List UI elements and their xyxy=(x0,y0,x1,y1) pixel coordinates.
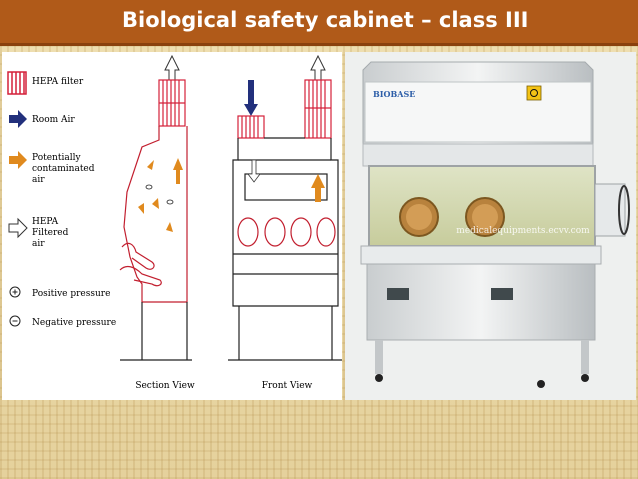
section-hepa-filter-icon xyxy=(158,79,186,127)
legend-label-room-air: Room Air xyxy=(32,115,75,125)
legend-label-contaminated-3: air xyxy=(32,175,45,185)
title-bar: Biological safety cabinet – class III xyxy=(0,0,638,46)
section-view-drawing xyxy=(119,54,192,361)
positive-pressure-icon xyxy=(9,286,21,298)
legend-label-hepa-filter: HEPA filter xyxy=(32,77,84,87)
front-right-hepa-filter-icon xyxy=(304,79,332,139)
legend-label-hepa-filtered-3: air xyxy=(32,239,45,249)
section-view-label: Section View xyxy=(135,381,195,391)
bsc-diagram: HEPA filter Room Air Potentially contami… xyxy=(7,54,342,391)
watermark-text: medicalequipments.ecvv.com xyxy=(456,226,590,236)
contaminated-air-arrow-icon xyxy=(9,151,27,169)
glove-port-right-icon xyxy=(465,197,505,237)
room-air-arrow-icon xyxy=(9,110,27,128)
front-view-drawing xyxy=(228,54,342,361)
slide-title: Biological safety cabinet – class III xyxy=(122,8,529,32)
legend-label-contaminated-2: contaminated xyxy=(32,164,95,174)
negative-pressure-icon xyxy=(9,315,21,327)
cabinet-photo-drawing: BIOBASE medicalequipments.ecvv.com xyxy=(360,61,630,388)
brand-logo: BIOBASE xyxy=(373,89,415,99)
legend-label-hepa-filtered-2: Filtered xyxy=(32,228,69,238)
cabinet-photo: BIOBASE medicalequipments.ecvv.com xyxy=(345,52,636,400)
hepa-filter-icon xyxy=(7,71,27,95)
legend-label-contaminated-1: Potentially xyxy=(32,153,81,163)
legend-label-positive-pressure: Positive pressure xyxy=(32,289,110,299)
hepa-filtered-air-arrow-icon xyxy=(8,217,28,239)
legend: HEPA filter Room Air Potentially contami… xyxy=(7,71,116,328)
biohazard-icon xyxy=(526,85,542,101)
diagram-panel: HEPA filter Room Air Potentially contami… xyxy=(2,52,342,400)
legend-label-negative-pressure: Negative pressure xyxy=(32,318,116,328)
legend-label-hepa-filtered-1: HEPA xyxy=(32,217,59,227)
front-view-label: Front View xyxy=(262,381,313,391)
glove-port-left-icon xyxy=(399,197,439,237)
front-left-hepa-filter-icon xyxy=(237,115,265,139)
